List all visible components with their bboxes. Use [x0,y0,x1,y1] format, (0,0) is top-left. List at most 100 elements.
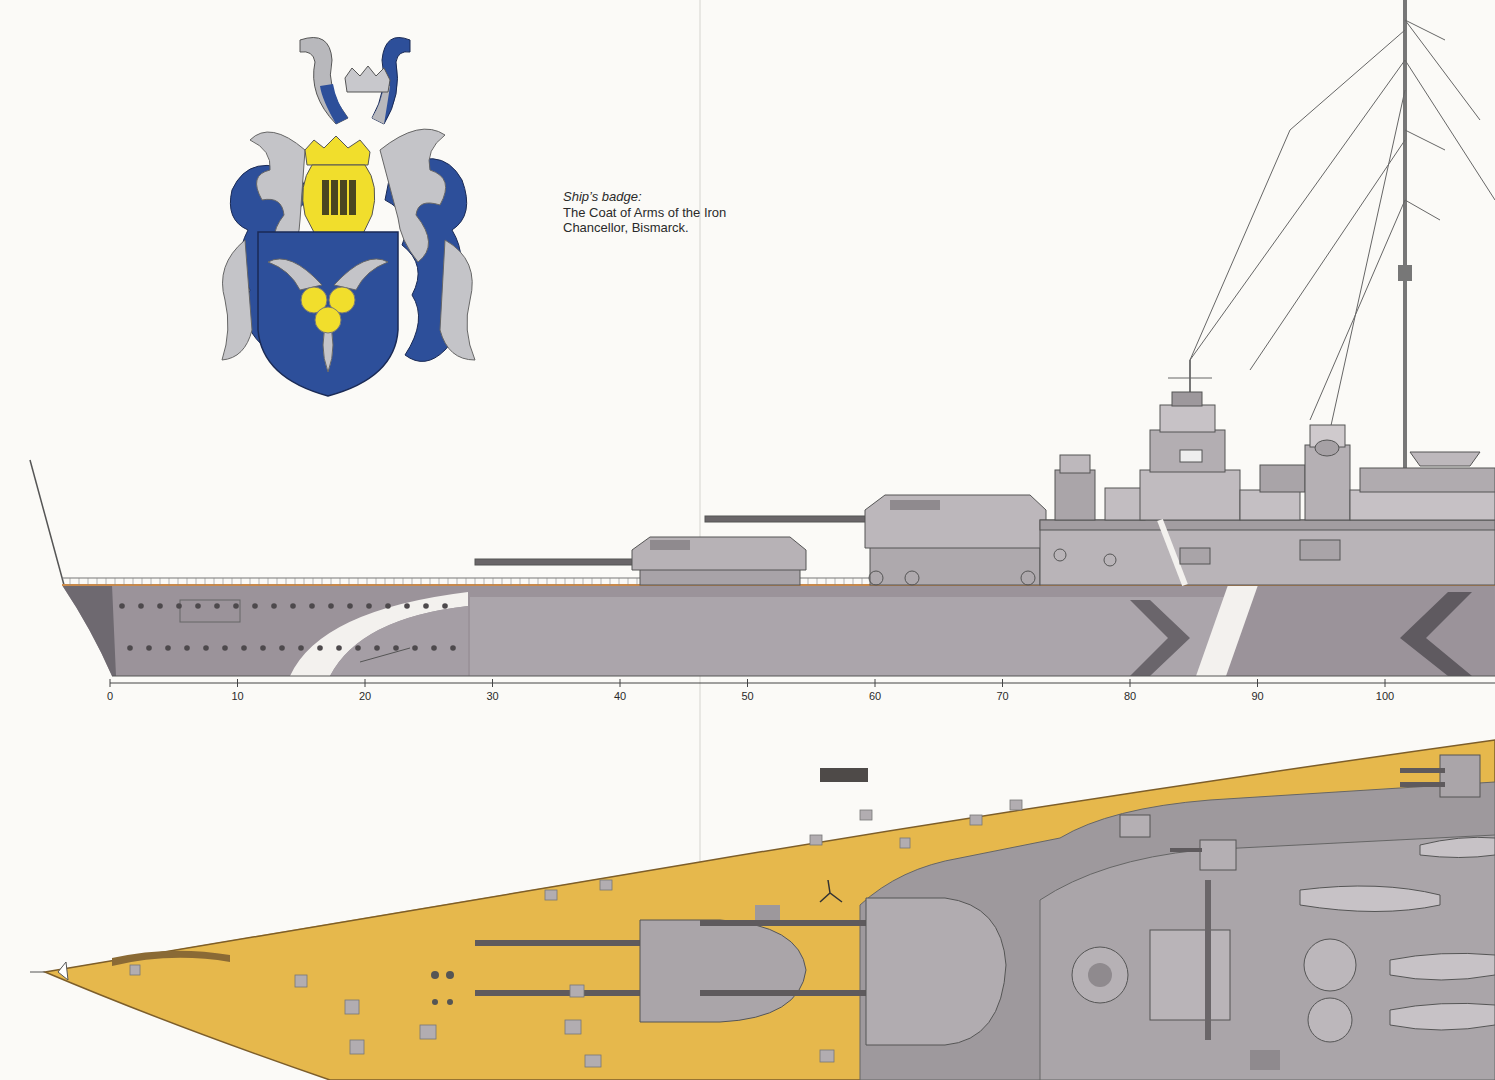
stanchion [106,578,107,585]
stanchion [115,578,116,585]
stanchion [259,578,260,585]
scale-tick [620,679,621,687]
porthole [393,645,399,651]
stanchion [520,578,521,585]
stanchion [151,578,152,585]
stanchion [628,578,629,585]
scale-number: 50 [741,690,753,703]
porthole [412,645,418,651]
stanchion [142,578,143,585]
stanchion [322,578,323,585]
stanchion [475,578,476,585]
porthole [374,645,380,651]
stanchion [835,578,836,585]
coat-of-arms [222,38,475,397]
scale-number: 70 [996,690,1008,703]
scale-number: 100 [1376,690,1394,703]
porthole [442,603,448,609]
porthole [138,603,144,609]
stanchion [403,578,404,585]
scale-tick [1257,679,1258,687]
scale-number: 90 [1251,690,1263,703]
porthole [241,645,247,651]
porthole [176,603,182,609]
stanchion [637,578,638,585]
porthole [298,645,304,651]
porthole [233,603,239,609]
porthole [404,603,410,609]
porthole [119,603,125,609]
scale-number: 10 [231,690,243,703]
stanchion [421,578,422,585]
porthole [214,603,220,609]
scale-number: 60 [869,690,881,703]
porthole [271,603,277,609]
stanchion [160,578,161,585]
stanchion [133,578,134,585]
stanchion [304,578,305,585]
main-turrets-profile [475,495,1046,585]
porthole [290,603,296,609]
stanchion [124,578,125,585]
stanchion [430,578,431,585]
plan-view [30,740,1495,1080]
stanchion [277,578,278,585]
stanchion [349,578,350,585]
stanchion [412,578,413,585]
stanchion [223,578,224,585]
stanchion [205,578,206,585]
superstructure-profile [869,392,1495,585]
porthole [450,645,456,651]
stanchion [214,578,215,585]
stanchion [331,578,332,585]
stanchion [538,578,539,585]
scale-tick [875,679,876,687]
stanchion [295,578,296,585]
hull-profile [62,578,1495,676]
porthole [385,603,391,609]
stanchion [313,578,314,585]
portholes [119,603,456,651]
scale-number: 80 [1124,690,1136,703]
stanchion [610,578,611,585]
stanchion [547,578,548,585]
stanchion [232,578,233,585]
stanchion [619,578,620,585]
stanchion [493,578,494,585]
porthole [195,603,201,609]
scale-tick [365,679,366,687]
porthole [146,645,152,651]
stanchion [196,578,197,585]
scale-number: 0 [107,690,113,703]
stanchion [466,578,467,585]
scale-tick [1130,679,1131,687]
stanchion [241,578,242,585]
stanchion [556,578,557,585]
stanchion [601,578,602,585]
caption-text: The Coat of Arms of the Iron Chancellor,… [563,205,763,235]
porthole [355,645,361,651]
porthole [252,603,258,609]
stanchion [250,578,251,585]
porthole [366,603,372,609]
mast-platform [1398,265,1412,281]
porthole [423,603,429,609]
caption-heading: Ship’s badge: [563,189,642,204]
stanchion [376,578,377,585]
porthole [203,645,209,651]
stanchion [340,578,341,585]
stanchion [529,578,530,585]
stanchion [385,578,386,585]
stanchion [853,578,854,585]
porthole [157,603,163,609]
stanchion [97,578,98,585]
scale-number: 30 [486,690,498,703]
porthole [279,645,285,651]
porthole [328,603,334,609]
scale-number: 20 [359,690,371,703]
scale-tick [110,679,111,687]
stanchion [367,578,368,585]
stanchion [178,578,179,585]
scale-bar [110,679,1495,687]
stanchion [187,578,188,585]
